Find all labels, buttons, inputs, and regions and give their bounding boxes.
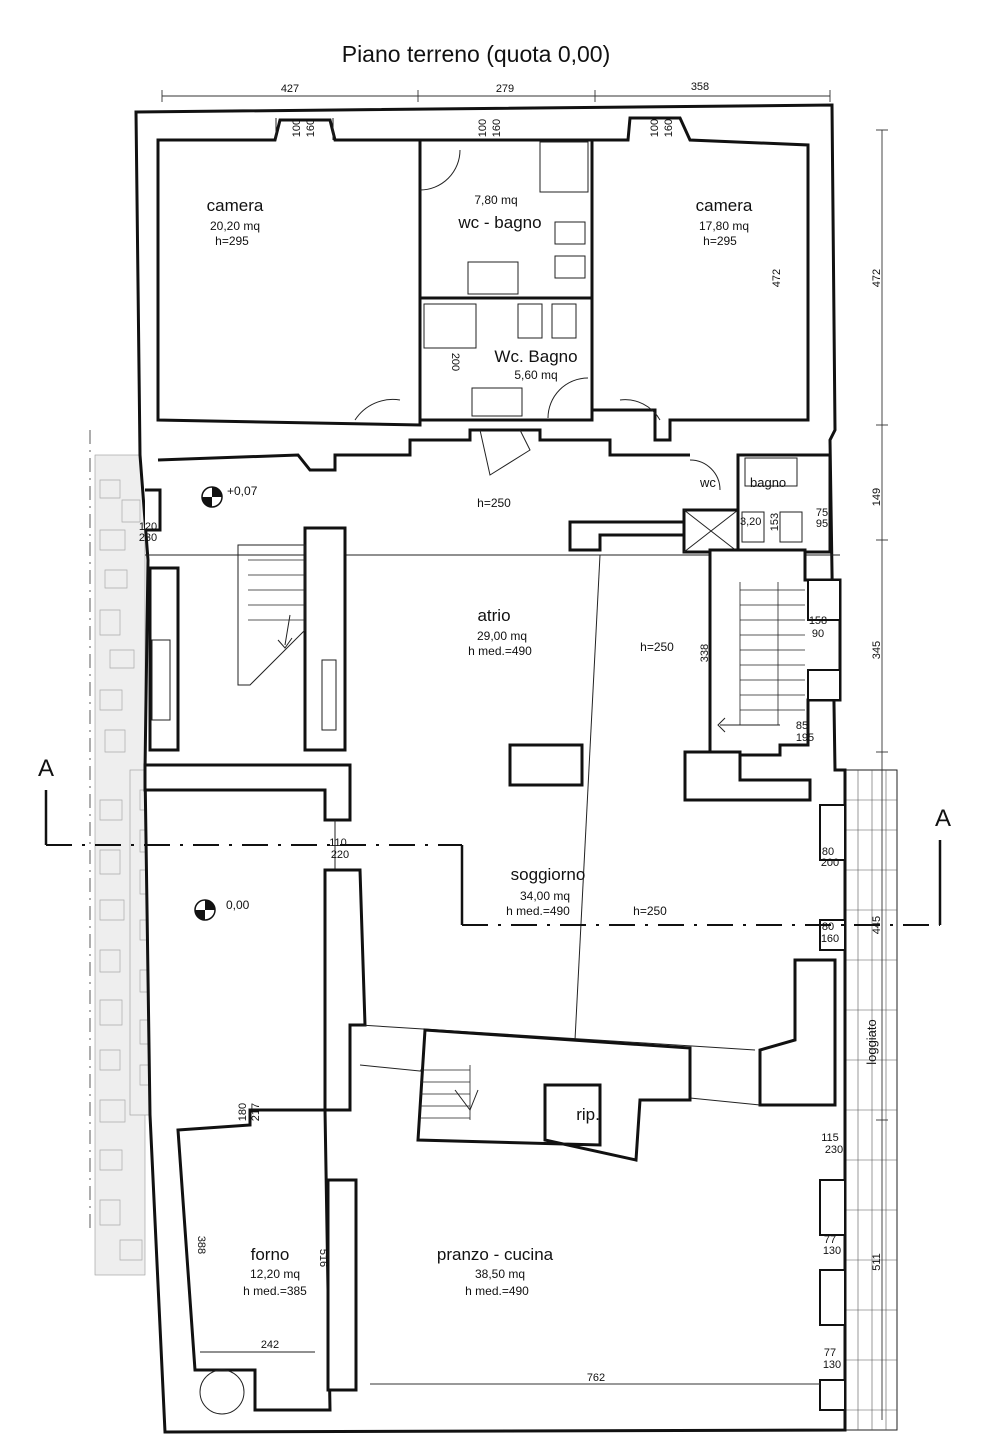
dim-r-3a: 85 (796, 720, 808, 732)
dim-r-6a: 115 (821, 1132, 839, 1144)
room-pranzo-cucina: pranzo - cucina 38,50 mq h med.=490 762 (370, 1245, 820, 1385)
right-dim-2: 149 (871, 488, 883, 506)
wc-bagno-mid-dim: 200 (449, 353, 461, 371)
corridor-labels: +0,07 h=250 wc bagno 3,20 (201, 475, 786, 528)
wc-label: wc (699, 475, 716, 490)
dim-r-3b: 195 (796, 732, 814, 744)
forno-right-dim: 516 (317, 1249, 329, 1267)
dim-r-1a: 75 (816, 507, 828, 519)
forno-width-dim: 242 (261, 1339, 279, 1351)
dim-r-8b: 130 (823, 1359, 841, 1371)
atrio-name: atrio (477, 606, 510, 625)
dim-forno-top-1: 180 (237, 1103, 249, 1121)
atrio-right-height: h=250 (640, 640, 674, 654)
dim-r-7a: 77 (824, 1234, 836, 1246)
atrio-area: 29,00 mq (477, 629, 527, 643)
rip-label: rip. (576, 1105, 600, 1124)
door-dim-d: 160 (491, 119, 503, 137)
door-dim-a: 100 (291, 119, 303, 137)
right-dim-5: 511 (871, 1253, 883, 1271)
right-dim-1: 472 (871, 269, 883, 287)
soggiorno-name: soggiorno (511, 865, 586, 884)
forno-name: forno (251, 1245, 290, 1264)
soggiorno-area: 34,00 mq (520, 889, 570, 903)
dim-mid-1: 110 (329, 837, 347, 849)
room-wc-bagno-top: 7,80 mq wc - bagno (457, 193, 541, 232)
dim-r-1b: 95 (816, 518, 828, 530)
dim-r-2b: 90 (812, 628, 824, 640)
loggiato-hatch (844, 769, 898, 1431)
wc-bagno-top-name: wc - bagno (457, 213, 541, 232)
pranzo-height: h med.=490 (465, 1284, 529, 1298)
room-soggiorno: soggiorno 34,00 mq h med.=490 h=250 (506, 865, 667, 918)
dim-forno-top-2: 217 (250, 1103, 262, 1121)
dim-r-8a: 77 (824, 1347, 836, 1359)
camera-right-height: h=295 (703, 234, 737, 248)
forno-height: h med.=385 (243, 1284, 307, 1298)
dim-r-5b: 160 (821, 933, 839, 945)
door-dim-f: 160 (663, 119, 675, 137)
atrio-right-dim: 338 (699, 644, 711, 662)
pranzo-area: 38,50 mq (475, 1267, 525, 1281)
corridor-level: +0,07 (227, 484, 258, 498)
top-dim-2: 279 (496, 83, 514, 95)
top-dimension-line: 427 279 358 (161, 81, 831, 102)
dim-r-7b: 130 (823, 1245, 841, 1257)
wc-bagno-mid-name: Wc. Bagno (494, 347, 577, 366)
camera-right-area: 17,80 mq (699, 219, 749, 233)
dim-left-a2: 230 (139, 532, 157, 544)
bagno-label: bagno (750, 475, 786, 490)
section-label-right: A (935, 805, 951, 832)
camera-left-area: 20,20 mq (210, 219, 260, 233)
room-camera-left: camera 20,20 mq h=295 (207, 196, 264, 248)
door-dim-e: 100 (649, 119, 661, 137)
dim-r-6b: 230 (825, 1144, 843, 1156)
loggiato-label: loggiato (864, 1019, 879, 1065)
small-dimensions: 120 230 110 220 180 217 153 75 95 158 90… (139, 507, 843, 1371)
camera-left-height: h=295 (215, 234, 249, 248)
camera-right-name: camera (696, 196, 753, 215)
room-camera-right: camera 17,80 mq h=295 472 (696, 196, 783, 287)
interior-walls: 100 160 100 160 100 160 (143, 118, 846, 1415)
room-atrio: atrio 29,00 mq h med.=490 h=250 338 (468, 606, 711, 662)
soggiorno-height-right: h=250 (633, 904, 667, 918)
section-line-a: A A (38, 430, 951, 1230)
pranzo-dim: 762 (587, 1372, 605, 1384)
bagno-area: 3,20 (740, 516, 761, 528)
room-forno: forno 12,20 mq h med.=385 242 388 516 (195, 1236, 329, 1351)
right-dim-4: 445 (871, 916, 883, 934)
plan-title: Piano terreno (quota 0,00) (342, 41, 611, 67)
section-label-left: A (38, 755, 54, 782)
wc-bagno-mid-area: 5,60 mq (514, 368, 557, 382)
right-dim-3: 345 (871, 641, 883, 659)
courtyard-level-text: 0,00 (226, 898, 250, 912)
dim-mid-2: 220 (331, 849, 349, 861)
right-dimension-line: 472 149 345 445 511 (871, 129, 888, 1420)
camera-right-dim: 472 (771, 269, 783, 287)
room-wc-bagno-mid: Wc. Bagno 5,60 mq 200 (449, 347, 578, 382)
forno-area: 12,20 mq (250, 1267, 300, 1281)
atrio-height: h med.=490 (468, 644, 532, 658)
dim-r-5a: 80 (822, 921, 834, 933)
wc-bagno-top-area: 7,80 mq (474, 193, 517, 207)
top-dim-3: 358 (691, 81, 709, 93)
dim-r-2a: 158 (809, 615, 827, 627)
forno-height-dim: 388 (195, 1236, 207, 1254)
camera-left-name: camera (207, 196, 264, 215)
dim-bagno-153: 153 (769, 513, 781, 531)
soggiorno-height: h med.=490 (506, 904, 570, 918)
corridor-height: h=250 (477, 496, 511, 510)
top-dim-1: 427 (281, 83, 299, 95)
dim-left-a1: 120 (139, 521, 157, 533)
dim-r-4a: 80 (822, 846, 834, 858)
door-dim-b: 160 (305, 119, 317, 137)
dim-r-4b: 200 (821, 857, 839, 869)
pranzo-name: pranzo - cucina (437, 1245, 554, 1264)
door-dim-c: 100 (477, 119, 489, 137)
courtyard-level: 0,00 (194, 898, 250, 921)
